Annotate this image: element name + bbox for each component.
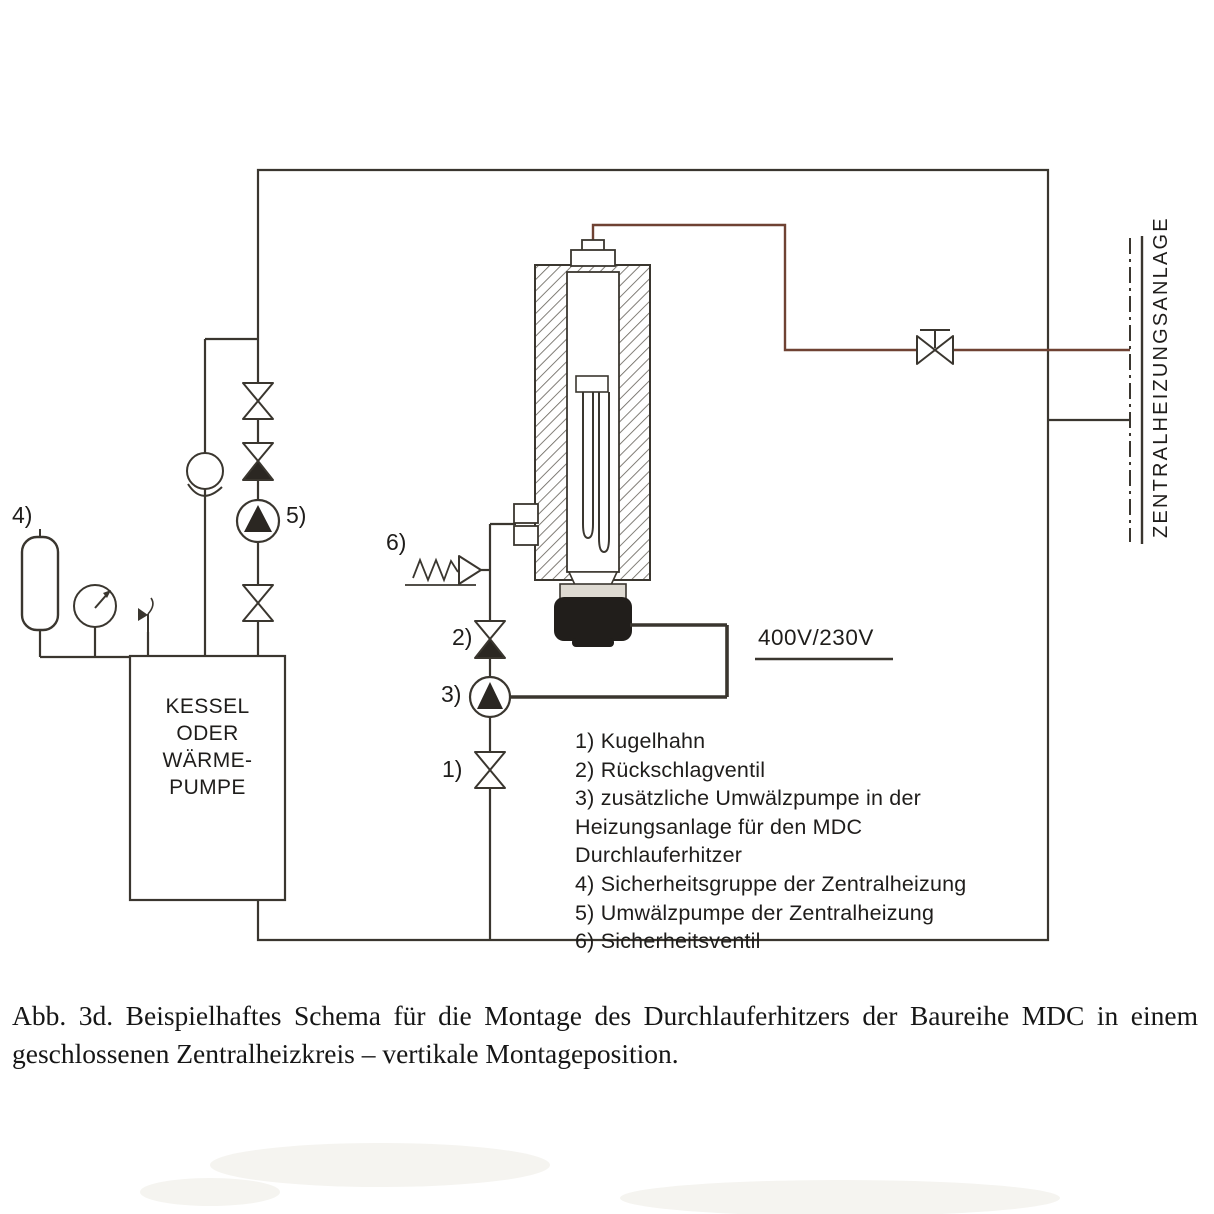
heating-element	[575, 375, 610, 554]
callout-2-label: 2)	[452, 624, 473, 650]
safety-valve-6-icon	[405, 555, 482, 586]
callout-4-label: 4)	[12, 502, 33, 528]
air-separator-icon	[186, 452, 224, 497]
legend-line: Durchlauferhitzer	[575, 843, 743, 868]
legend: 1) Kugelhahn 2) Rückschlagventil 3) zusä…	[575, 727, 966, 956]
boiler-branch-pipes	[38, 337, 258, 659]
electrical-connection-head	[554, 571, 632, 647]
ball-valve-boiler-bottom-icon	[242, 584, 274, 622]
ball-valve-1-icon	[474, 751, 506, 789]
main-loop-pipes	[256, 168, 1050, 942]
heater-inlet-pipes	[481, 522, 516, 940]
legend-line: 4) Sicherheitsgruppe der Zentralheizung	[575, 871, 967, 896]
boiler-box	[128, 654, 287, 902]
legend-line: 5) Umwälzpumpe der Zentralheizung	[575, 900, 935, 925]
shutoff-valve-central-heating-icon	[916, 329, 954, 365]
boiler-label-line: PUMPE	[169, 776, 246, 799]
power-supply-lines	[508, 623, 893, 699]
legend-line: 6) Sicherheitsventil	[575, 929, 761, 954]
central-heating-system-label: ZENTRALHEIZUNGSANLAGE	[1150, 216, 1172, 538]
heater-inlet-port	[513, 503, 539, 546]
central-heating-boundary	[1129, 236, 1144, 544]
ball-valve-boiler-top-icon	[242, 382, 274, 420]
figure-caption: Abb. 3d. Beispielhaftes Schema für die M…	[12, 1000, 1198, 1069]
boiler-label-line: KESSEL	[165, 695, 250, 718]
legend-line: Heizungsanlage für den MDC	[575, 814, 863, 839]
drain-valve-icon	[138, 597, 154, 634]
pressure-gauge-icon	[73, 584, 117, 628]
callout-5-label: 5)	[286, 502, 307, 528]
pump-5-icon	[235, 498, 281, 544]
boiler-label-line: ODER	[176, 722, 239, 745]
boiler-label: KESSEL ODER WÄRME- PUMPE	[130, 693, 285, 801]
legend-line: 3) zusätzliche Umwälzpumpe in der	[575, 786, 921, 811]
legend-line: 1) Kugelhahn	[575, 729, 706, 753]
power-rating-label: 400V/230V	[758, 625, 874, 650]
callout-3-label: 3)	[441, 681, 462, 707]
expansion-vessel-icon	[20, 529, 60, 632]
check-valve-2-icon	[474, 620, 506, 659]
callout-6-label: 6)	[386, 529, 407, 555]
scan-artifact	[140, 1143, 1060, 1214]
heater-to-central-heating-pipes	[591, 223, 1130, 352]
pump-3-icon	[468, 675, 512, 719]
callout-1-label: 1)	[442, 756, 463, 782]
boiler-label-line: WÄRME-	[162, 749, 253, 772]
check-valve-boiler-icon	[242, 442, 274, 481]
legend-line: 2) Rückschlagventil	[575, 757, 766, 782]
